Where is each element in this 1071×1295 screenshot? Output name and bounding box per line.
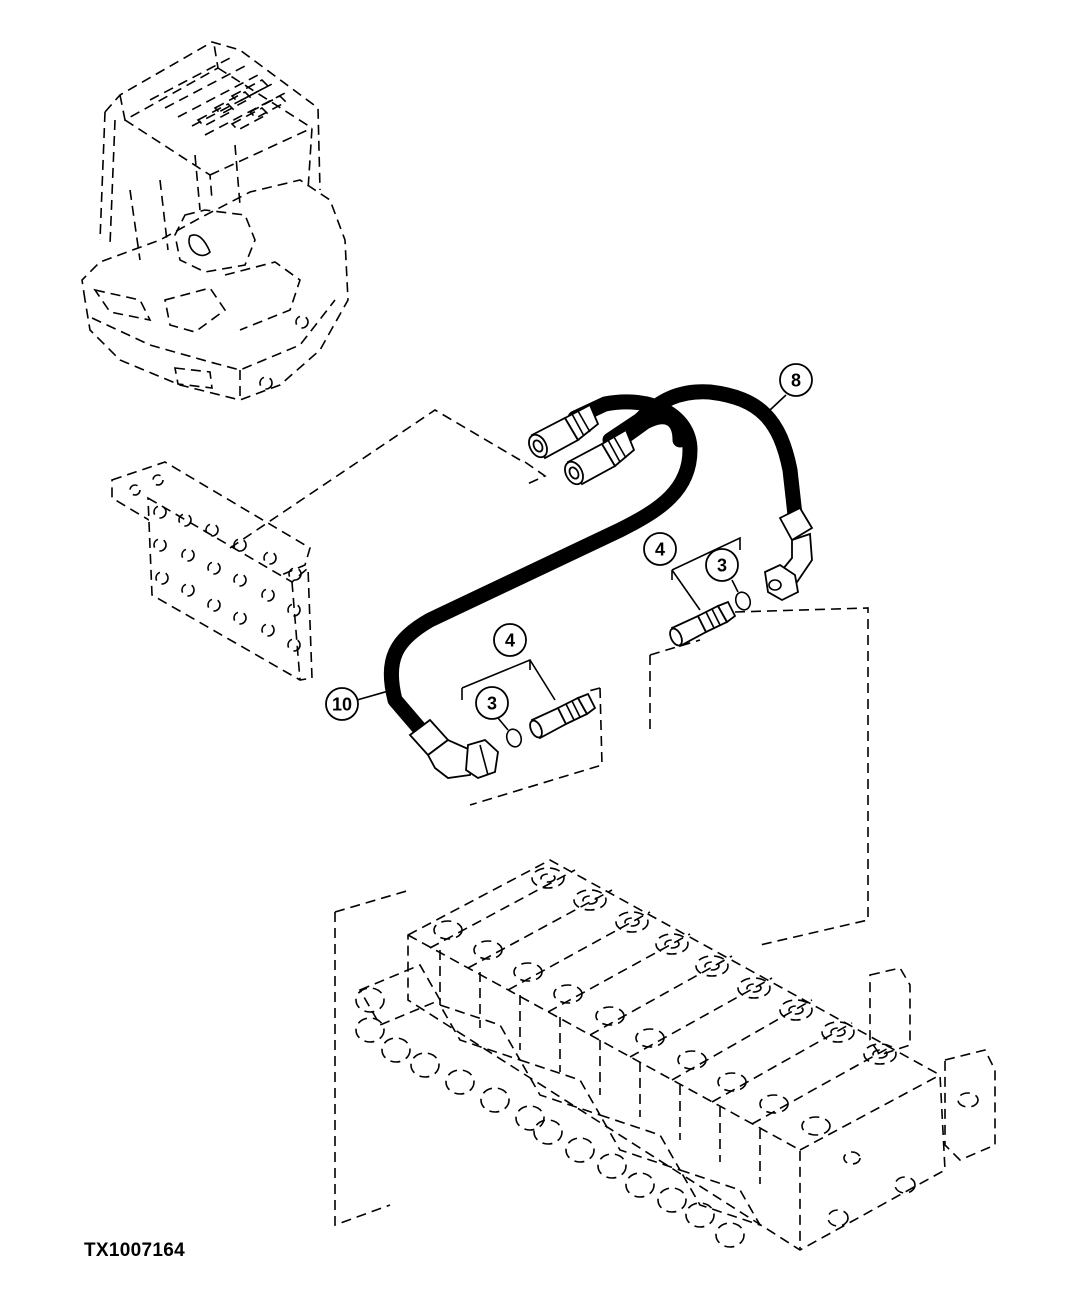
callout-8: 8 xyxy=(759,363,813,421)
callout-3-lower: 3 xyxy=(475,686,509,731)
mounting-bracket-outline xyxy=(111,409,521,681)
connection-frame-upper xyxy=(649,607,869,946)
o-ring-upper xyxy=(734,591,752,611)
figure-id-label: TX1007164 xyxy=(84,1240,185,1261)
svg-text:3: 3 xyxy=(717,556,727,576)
callout-4-upper: 4 xyxy=(643,532,677,566)
svg-text:4: 4 xyxy=(655,540,665,560)
svg-text:4: 4 xyxy=(505,631,515,651)
quick-coupler-lower xyxy=(564,428,636,486)
elbow-fitting-upper xyxy=(764,506,814,602)
connection-frame-valve xyxy=(334,889,411,1227)
svg-text:10: 10 xyxy=(332,695,352,715)
svg-text:3: 3 xyxy=(487,694,497,714)
adapter-fitting-upper xyxy=(669,600,737,648)
adapter-fitting-lower xyxy=(529,692,597,740)
connection-frame-lower xyxy=(469,687,603,806)
callout-bracket-lower xyxy=(461,659,556,701)
quick-coupler-upper xyxy=(528,403,600,460)
callout-bracket-upper xyxy=(671,536,741,611)
hose-lower xyxy=(383,394,698,743)
callout-4-lower: 4 xyxy=(493,623,527,657)
o-ring-lower xyxy=(505,728,523,748)
hose-upper xyxy=(602,384,803,523)
elbow-fitting-lower xyxy=(408,718,499,779)
control-valve-assembly xyxy=(355,859,996,1251)
hose-lower-strand xyxy=(612,409,688,448)
callout-10: 10 xyxy=(325,687,393,721)
svg-text:8: 8 xyxy=(791,371,801,391)
excavator-machine-outline xyxy=(81,41,349,402)
callout-3-upper: 3 xyxy=(705,548,739,593)
coupler-leader-line xyxy=(524,461,547,486)
